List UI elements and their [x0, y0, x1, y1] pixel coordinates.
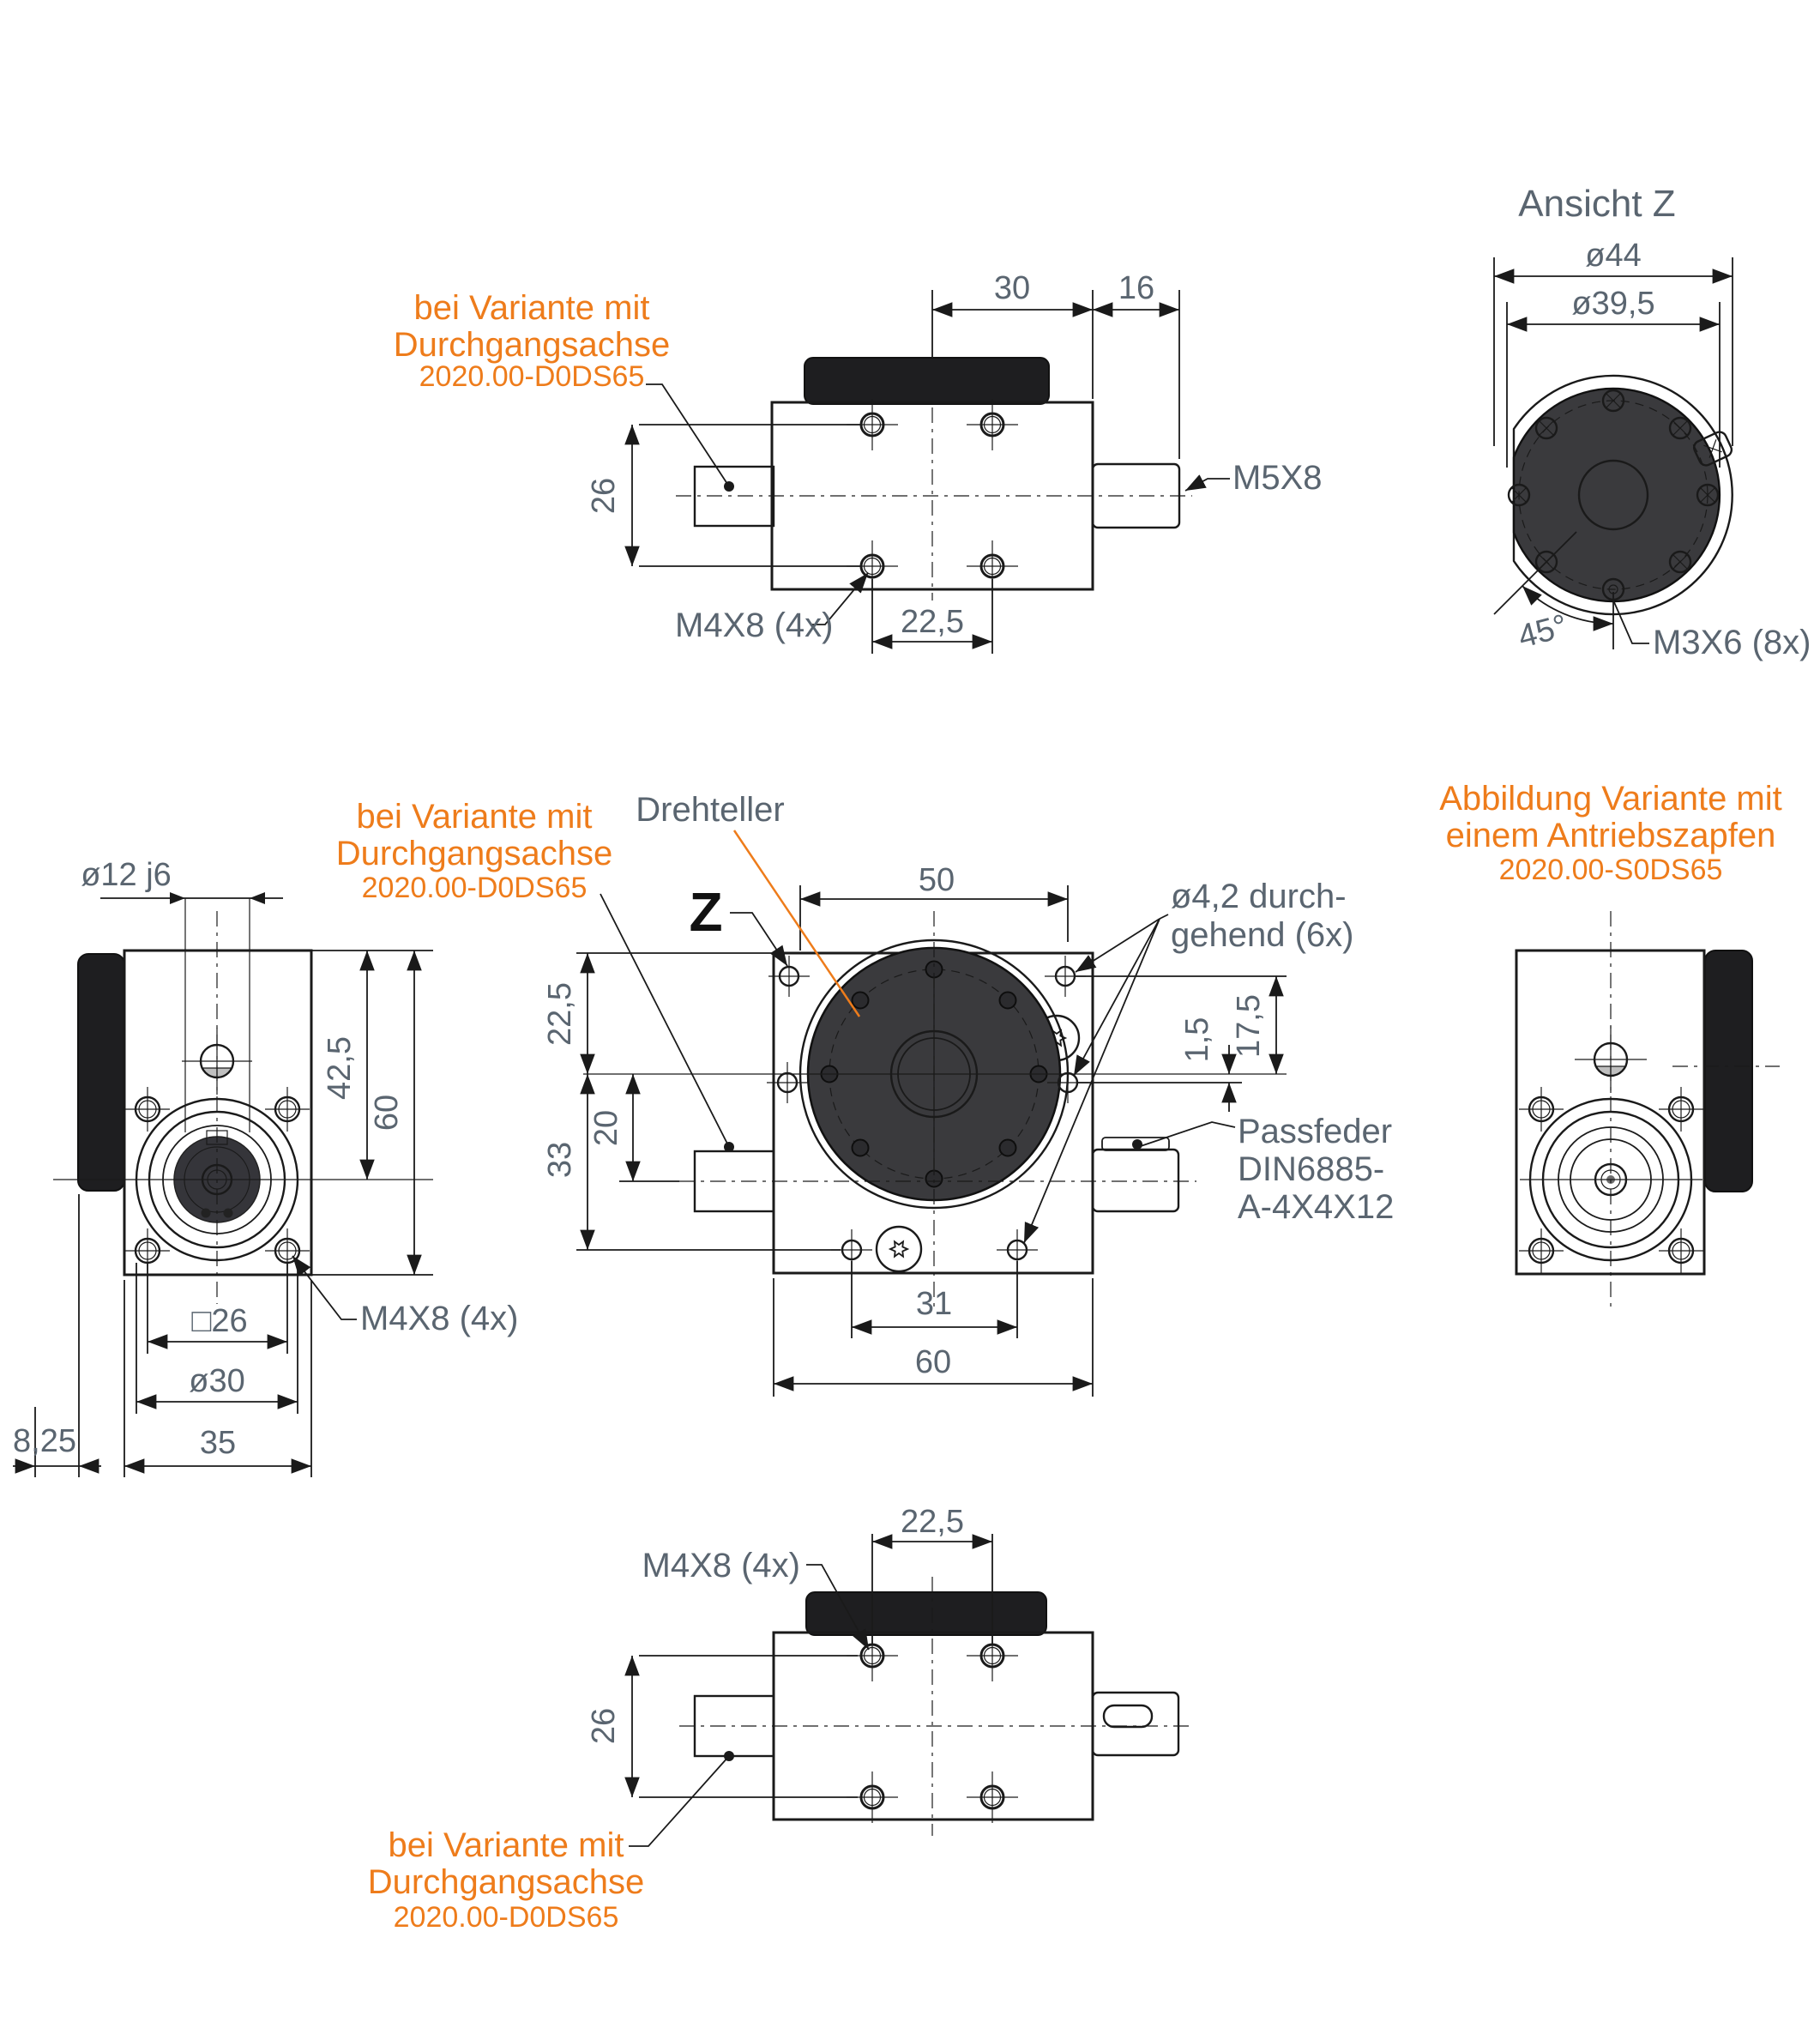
- variant-note-top: bei Variante mit Durchgangsachse 2020.00…: [394, 289, 734, 492]
- variant-note-middle: bei Variante mit Durchgangsachse 2020.00…: [336, 798, 734, 1152]
- svg-text:Passfeder: Passfeder: [1238, 1113, 1392, 1150]
- dim-label: ø30: [189, 1363, 244, 1399]
- dim-label: 45°: [1515, 608, 1571, 655]
- hole-note: ø4,2 durch- gehend (6x): [1023, 878, 1353, 1244]
- variant-note-bottom: bei Variante mit Durchgangsachse 2020.00…: [368, 1751, 734, 1934]
- platter-leader: [732, 830, 861, 1017]
- dim-label: 33: [542, 1142, 578, 1178]
- dim-label: 60: [915, 1344, 951, 1380]
- svg-text:ø4,2 durch-: ø4,2 durch-: [1171, 878, 1347, 915]
- dim-label: 20: [588, 1110, 624, 1146]
- dim-label: 30: [994, 270, 1030, 306]
- drehteller-edge: [1704, 950, 1753, 1192]
- svg-text:2020.00-D0DS65: 2020.00-D0DS65: [362, 872, 588, 904]
- platter-label: Drehteller: [636, 791, 784, 829]
- dim-label: 42,5: [322, 1036, 358, 1100]
- svg-text:A-4X4X12: A-4X4X12: [1238, 1188, 1394, 1226]
- view-bottom-side: 22,5 M4X8 (4x) 26 bei Variante mit Durch…: [368, 1504, 1194, 1934]
- dim-label: 26: [586, 478, 622, 514]
- dim-angle-45: [1522, 585, 1614, 631]
- svg-text:Durchgangsachse: Durchgangsachse: [394, 326, 670, 364]
- platter-face: [1512, 387, 1721, 603]
- dim-label: 22,5: [542, 982, 578, 1046]
- leader-line: [1613, 601, 1649, 644]
- svg-text:2020.00-D0DS65: 2020.00-D0DS65: [394, 1901, 619, 1934]
- svg-text:bei Variante mit: bei Variante mit: [357, 798, 593, 836]
- clamp-tab: [1692, 431, 1733, 467]
- svg-text:Abbildung Variante mit: Abbildung Variante mit: [1439, 780, 1782, 818]
- m3-screws: [1507, 389, 1720, 601]
- torx-screw: [875, 1225, 923, 1273]
- dim-label: 17,5: [1231, 994, 1267, 1058]
- leader-line: [1184, 474, 1230, 492]
- z-view-marker: Z: [689, 881, 722, 943]
- view-top-side: 30 16 26 22,5 M4X8 (4x) M5X8 bei Variant…: [394, 270, 1323, 654]
- view-title: Ansicht Z: [1518, 183, 1675, 225]
- svg-text:gehend (6x): gehend (6x): [1171, 916, 1353, 954]
- view-ansicht-z: Ansicht Z ø44 ø39,5 45°: [1493, 183, 1811, 661]
- dim-label: 26: [586, 1708, 622, 1744]
- leader-line: [730, 912, 788, 967]
- dim-label: 1,5: [1179, 1017, 1215, 1063]
- dim-label: ø12 j6: [81, 857, 172, 893]
- svg-text:bei Variante mit: bei Variante mit: [414, 289, 650, 327]
- leader-line: [292, 1255, 357, 1320]
- svg-text:einem Antriebszapfen: einem Antriebszapfen: [1446, 817, 1776, 854]
- view-plan: 50 22,5 33 20 17,5 1,5 31 60 Z Drehtelle…: [542, 791, 1394, 1397]
- view-left-side: ø12 j6 42,5 60 □26 ø30 35 8,25 M4X8 (4x)…: [13, 798, 734, 1477]
- dim-label: 22,5: [901, 604, 964, 640]
- svg-text:2020.00-S0DS65: 2020.00-S0DS65: [1499, 854, 1723, 886]
- dim-label: ø44: [1585, 238, 1641, 274]
- svg-text:bei Variante mit: bei Variante mit: [389, 1826, 624, 1864]
- view-right-variant: Abbildung Variante mit einem Antriebszap…: [1439, 780, 1782, 1308]
- svg-text:Durchgangsachse: Durchgangsachse: [336, 835, 612, 872]
- dim-label: 31: [916, 1286, 952, 1322]
- svg-text:2020.00-D0DS65: 2020.00-D0DS65: [419, 360, 645, 393]
- screw-label: M3X6 (8x): [1653, 624, 1811, 661]
- drehteller-cap: [805, 1591, 1047, 1636]
- passfeder-note: Passfeder DIN6885- A-4X4X12: [1140, 1113, 1394, 1226]
- dim-label: 16: [1118, 270, 1154, 306]
- right-shaft: [1091, 1148, 1180, 1213]
- housing-body: [123, 949, 313, 1277]
- thread-label: M5X8: [1232, 459, 1323, 497]
- dim-label: 60: [369, 1095, 405, 1131]
- dim-label: 35: [200, 1425, 236, 1461]
- drehteller-cap: [804, 357, 1050, 405]
- screw-label: M4X8 (4x): [642, 1547, 801, 1584]
- svg-text:DIN6885-: DIN6885-: [1238, 1150, 1384, 1188]
- svg-text:Durchgangsachse: Durchgangsachse: [368, 1863, 644, 1901]
- drehteller-edge: [77, 953, 125, 1192]
- dim-label: 50: [919, 862, 955, 898]
- variant-note-right: Abbildung Variante mit einem Antriebszap…: [1439, 780, 1782, 886]
- screw-label: M4X8 (4x): [360, 1300, 519, 1337]
- dim-label: 22,5: [901, 1504, 964, 1540]
- leader-line: [811, 572, 869, 625]
- leader-line: [806, 1564, 870, 1651]
- dim-label: □26: [191, 1303, 247, 1339]
- dim-label: 8,25: [13, 1423, 76, 1459]
- center-bore: [1577, 459, 1649, 531]
- dim-label: ø39,5: [1571, 286, 1654, 322]
- mount-screw-holes: [1519, 1087, 1703, 1273]
- keyway-slot: [1102, 1704, 1154, 1729]
- right-shaft: [1091, 462, 1181, 529]
- screw-label: M4X8 (4x): [675, 607, 834, 644]
